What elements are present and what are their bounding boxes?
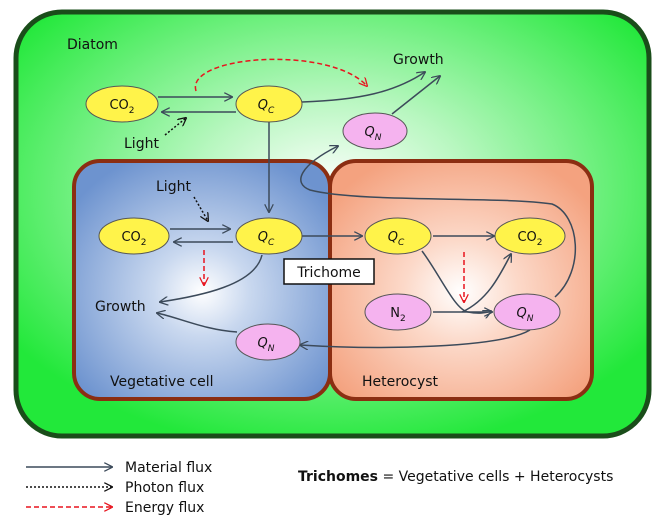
svg-text:QN: QN	[517, 306, 534, 324]
arrow-diatom-energy	[194, 58, 367, 92]
arrow-diatom-light	[164, 118, 186, 136]
svg-text:QN: QN	[258, 336, 275, 354]
trichome-equation: Trichomes = Vegetative cells + Heterocys…	[298, 469, 613, 485]
energy-flux-arrows	[194, 58, 464, 302]
svg-text:CO2: CO2	[517, 230, 542, 248]
diatom-light-label: Light	[124, 136, 159, 152]
svg-text:QN: QN	[365, 125, 382, 143]
node-het-n2: N2	[364, 293, 432, 331]
trichome-box: Trichome	[283, 258, 375, 285]
svg-text:CO2: CO2	[121, 230, 146, 248]
arrow-het-qn-to-co2	[461, 254, 511, 313]
node-diatom-qc: QC	[235, 85, 303, 123]
veg-light-label: Light	[156, 179, 191, 195]
diatom-growth-label: Growth	[393, 52, 444, 68]
arrow-veg-qc-to-growth	[160, 254, 263, 302]
arrow-diatom-qn-to-growth	[391, 76, 440, 115]
diatom-label: Diatom	[67, 37, 118, 53]
arrow-het-qn-to-diatom-qn	[300, 146, 576, 298]
legend: Material flux Photon flux Energy flux	[26, 460, 212, 516]
node-het-qc: QC	[364, 217, 432, 255]
svg-text:N2: N2	[390, 306, 405, 324]
svg-text:QC: QC	[258, 230, 275, 248]
svg-text:QC: QC	[258, 98, 275, 116]
arrow-veg-light	[193, 196, 208, 221]
trichome-label: Trichome	[296, 265, 361, 281]
arrow-diatom-qc-to-growth	[301, 72, 425, 103]
vegetative-cell-label: Vegetative cell	[110, 374, 214, 390]
node-diatom-qn: QN	[342, 112, 408, 150]
material-flux-arrows	[157, 72, 576, 347]
arrow-het-qn-to-veg-qn	[300, 329, 531, 347]
legend-material-label: Material flux	[125, 460, 212, 476]
node-het-co2: CO2	[494, 217, 566, 255]
node-veg-qn: QN	[235, 323, 301, 361]
svg-text:CO2: CO2	[109, 98, 134, 116]
veg-growth-label: Growth	[95, 299, 146, 315]
heterocyst-label: Heterocyst	[362, 374, 439, 390]
node-diatom-co2: CO2	[85, 85, 159, 123]
legend-energy-label: Energy flux	[125, 500, 204, 516]
arrow-veg-qn-to-growth	[157, 313, 238, 333]
node-het-qn: QN	[493, 293, 561, 331]
legend-photon-label: Photon flux	[125, 480, 204, 496]
photon-flux-arrows	[164, 118, 208, 221]
svg-text:QC: QC	[388, 230, 405, 248]
node-veg-co2: CO2	[98, 217, 170, 255]
node-veg-qc: QC	[235, 217, 303, 255]
